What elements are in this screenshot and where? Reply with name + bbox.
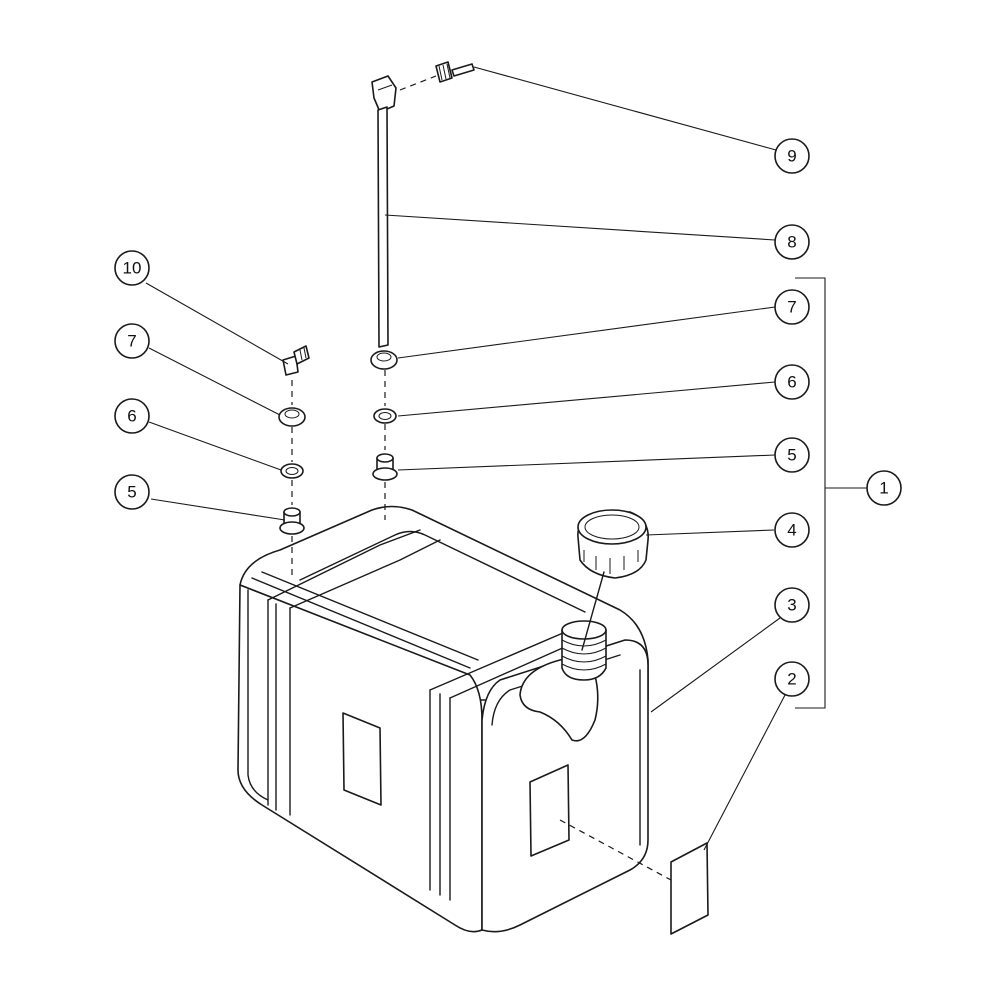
svg-text:6: 6 <box>787 373 796 392</box>
callout-balloon-8: 8 <box>774 224 810 260</box>
pickup-tube-assembly <box>370 61 475 520</box>
callout-balloon-7-right: 7 <box>774 289 810 325</box>
callout-balloon-6-right: 6 <box>774 364 810 400</box>
callout-balloon-4: 4 <box>774 512 810 548</box>
callout-balloon-10: 10 <box>114 250 150 286</box>
svg-text:5: 5 <box>127 483 136 502</box>
svg-text:1: 1 <box>879 479 888 498</box>
callout-balloon-1: 1 <box>866 470 902 506</box>
callout-balloon-9: 9 <box>774 138 810 174</box>
svg-text:3: 3 <box>787 596 796 615</box>
cap-tether <box>581 571 605 651</box>
svg-text:7: 7 <box>787 298 796 317</box>
svg-text:10: 10 <box>123 259 142 278</box>
leader-lines <box>145 66 867 851</box>
svg-text:6: 6 <box>127 407 136 426</box>
svg-text:5: 5 <box>787 446 796 465</box>
fuel-tank <box>237 505 649 933</box>
label-decal <box>670 842 709 935</box>
callout-balloon-5-left: 5 <box>114 474 150 510</box>
filler-cap <box>577 509 649 579</box>
callout-balloon-7-left: 7 <box>114 323 150 359</box>
callout-balloon-2: 2 <box>774 661 810 697</box>
svg-text:2: 2 <box>787 670 796 689</box>
left-fitting-stack <box>278 345 310 580</box>
svg-text:4: 4 <box>787 521 796 540</box>
svg-text:8: 8 <box>787 233 796 252</box>
callout-balloon-3: 3 <box>774 587 810 623</box>
svg-text:7: 7 <box>127 332 136 351</box>
callout-balloon-6-left: 6 <box>114 398 150 434</box>
callout-balloon-5-right: 5 <box>774 437 810 473</box>
assembly-bracket <box>795 277 826 709</box>
svg-text:9: 9 <box>787 147 796 166</box>
